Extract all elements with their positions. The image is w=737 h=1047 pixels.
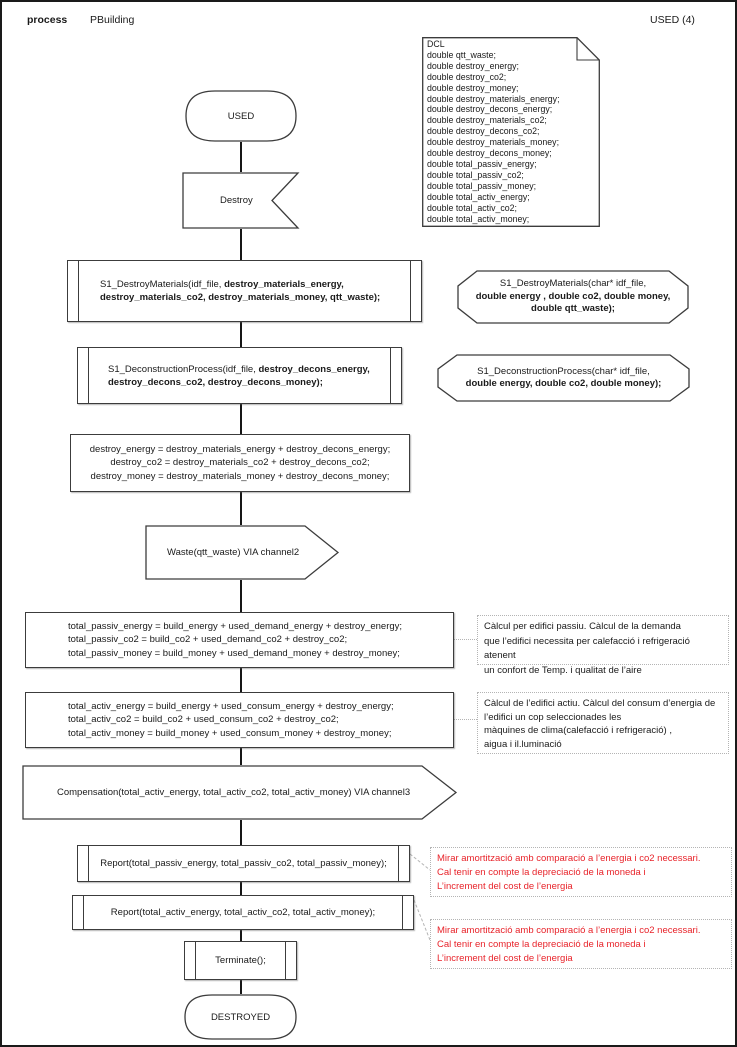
input-label: Destroy — [220, 195, 253, 206]
state-destroyed[interactable]: DESTROYED — [184, 994, 297, 1040]
call-line: S1_DeconstructionProcess(idf_file, destr… — [108, 363, 370, 375]
decl-line: double qtt_waste); — [531, 303, 615, 315]
call-deconstruction[interactable]: S1_DeconstructionProcess(idf_file, destr… — [77, 347, 402, 404]
connector-line — [240, 142, 242, 172]
call-line: Terminate(); — [215, 955, 266, 966]
decl-line: double energy, double co2, double money)… — [465, 378, 662, 389]
comment-shape — [422, 37, 600, 227]
call-line: Report(total_activ_energy, total_activ_c… — [110, 907, 376, 918]
connector-line — [240, 492, 242, 525]
call-destroy-materials[interactable]: S1_DestroyMaterials(idf_file, destroy_ma… — [67, 260, 422, 322]
procedure-decl-shape — [457, 270, 689, 324]
input-destroy[interactable]: Destroy — [182, 172, 300, 229]
output-label: Compensation(total_activ_energy, total_a… — [57, 787, 411, 798]
task-destroy-totals[interactable]: destroy_energy = destroy_materials_energ… — [70, 434, 410, 492]
decl-line: S1_DeconstructionProcess(char* idf_file, — [477, 365, 650, 377]
state-shape — [185, 90, 297, 142]
decl-destroy-materials[interactable]: S1_DestroyMaterials(char* idf_file, doub… — [457, 270, 689, 324]
decl-line: double energy , double co2, double money… — [475, 290, 671, 302]
connector-line — [240, 404, 242, 434]
task-total-passiv[interactable]: total_passiv_energy = build_energy + use… — [25, 612, 454, 668]
connector-line — [240, 322, 242, 347]
decl-line: S1_DestroyMaterials(char* idf_file, — [499, 278, 647, 290]
note-report-activ[interactable]: Mirar amortització amb comparació a l’en… — [430, 919, 732, 969]
note-connector — [454, 639, 477, 640]
output-label: Waste(qtt_waste) VIA channel2 — [167, 547, 300, 558]
dcl-declaration-box[interactable]: DCL double qtt_waste; double destroy_ene… — [422, 37, 600, 227]
call-report-passiv[interactable]: Report(total_passiv_energy, total_passiv… — [77, 845, 410, 882]
state-label: DESTROYED — [210, 1011, 271, 1023]
connector-line — [240, 882, 242, 895]
output-signal-shape — [145, 525, 340, 580]
note-passiv[interactable]: Càlcul per edifici passiu. Càlcul de la … — [477, 615, 729, 676]
connector-line — [240, 668, 242, 692]
procedure-decl-shape — [437, 354, 690, 402]
input-signal-shape — [182, 172, 300, 229]
call-line: destroy_decons_co2, destroy_decons_money… — [108, 376, 323, 388]
state-shape — [184, 994, 297, 1040]
state-label: USED — [227, 110, 255, 122]
task-text: total_activ_energy = build_energy + used… — [68, 700, 394, 739]
process-name: PBuilding — [90, 14, 135, 26]
usage-badge: USED (4) — [650, 14, 695, 26]
note-report-passiv[interactable]: Mirar amortització amb comparació a l’en… — [430, 847, 732, 897]
output-waste[interactable]: Waste(qtt_waste) VIA channel2 — [145, 525, 340, 580]
call-line: destroy_materials_co2, destroy_materials… — [100, 292, 381, 303]
call-line: S1_DestroyMaterials(idf_file, destroy_ma… — [100, 279, 344, 290]
output-signal-shape — [22, 765, 458, 820]
connector-line — [240, 930, 242, 941]
dcl-text: DCL double qtt_waste; double destroy_ene… — [427, 39, 560, 224]
call-terminate[interactable]: Terminate(); — [184, 941, 297, 980]
note-connector — [454, 719, 477, 720]
decl-deconstruction[interactable]: S1_DeconstructionProcess(char* idf_file,… — [437, 354, 690, 402]
connector-line — [240, 980, 242, 994]
call-line: Report(total_passiv_energy, total_passiv… — [100, 858, 387, 869]
connector-line — [240, 229, 242, 260]
task-text: destroy_energy = destroy_materials_energ… — [89, 443, 391, 482]
connector-line — [240, 820, 242, 845]
connector-line — [240, 580, 242, 612]
note-activ[interactable]: Càlcul de l’edifici actiu. Càlcul del co… — [477, 692, 729, 754]
task-total-activ[interactable]: total_activ_energy = build_energy + used… — [25, 692, 454, 748]
state-used[interactable]: USED — [185, 90, 297, 142]
process-keyword: process — [27, 14, 68, 26]
connector-line — [240, 748, 242, 765]
task-text: total_passiv_energy = build_energy + use… — [68, 620, 403, 659]
output-compensation[interactable]: Compensation(total_activ_energy, total_a… — [22, 765, 458, 820]
call-report-activ[interactable]: Report(total_activ_energy, total_activ_c… — [72, 895, 414, 930]
